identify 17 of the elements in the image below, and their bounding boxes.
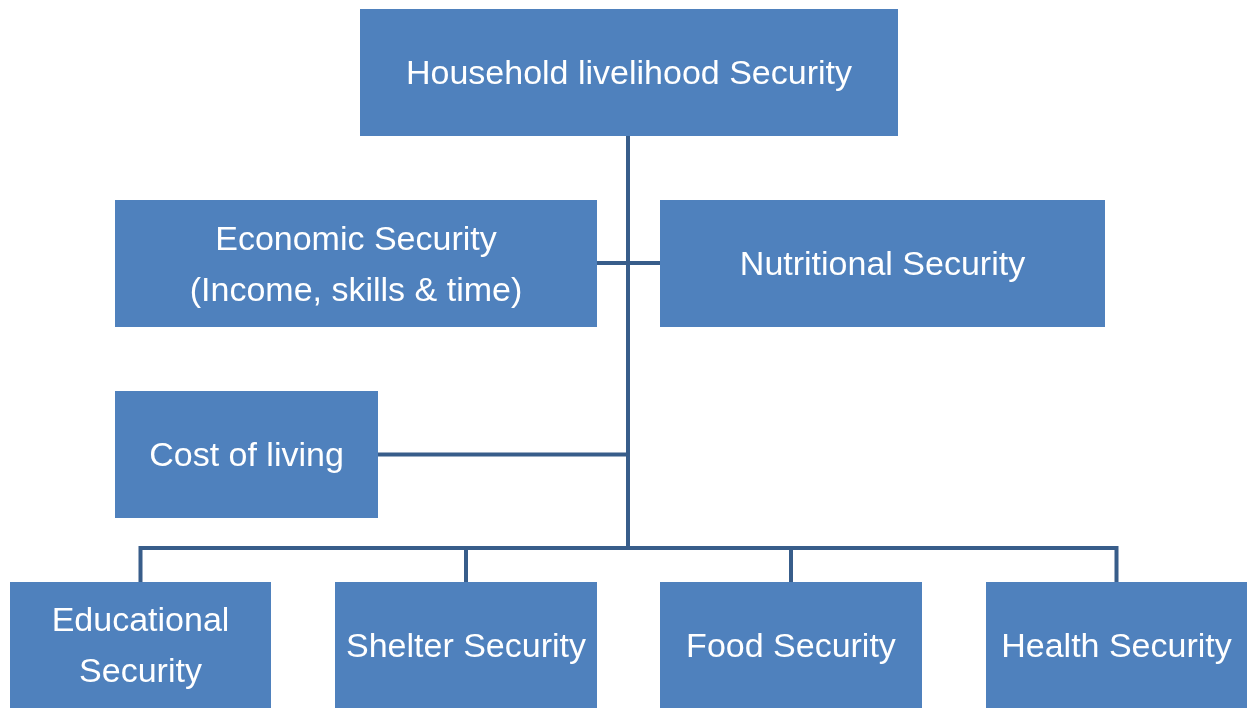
node-label: (Income, skills & time) (189, 268, 523, 310)
node-box (115, 391, 378, 518)
node-box (335, 582, 597, 708)
node-box (360, 9, 898, 136)
node-box (660, 582, 922, 708)
node-label: Health Security (1001, 624, 1232, 666)
node-label: Food Security (686, 624, 896, 666)
node-box (10, 582, 271, 708)
node-box (986, 582, 1247, 708)
node-label: Household livelihood Security (405, 52, 852, 93)
node-label: Educational Security (50, 599, 231, 691)
node-label: Nutritional Security (739, 243, 1026, 284)
node-label: Cost of living (149, 434, 344, 475)
node-label: Shelter Security (346, 624, 586, 666)
node-box (115, 200, 597, 327)
node-box (660, 200, 1105, 327)
node-label: Economic Security (215, 217, 497, 259)
